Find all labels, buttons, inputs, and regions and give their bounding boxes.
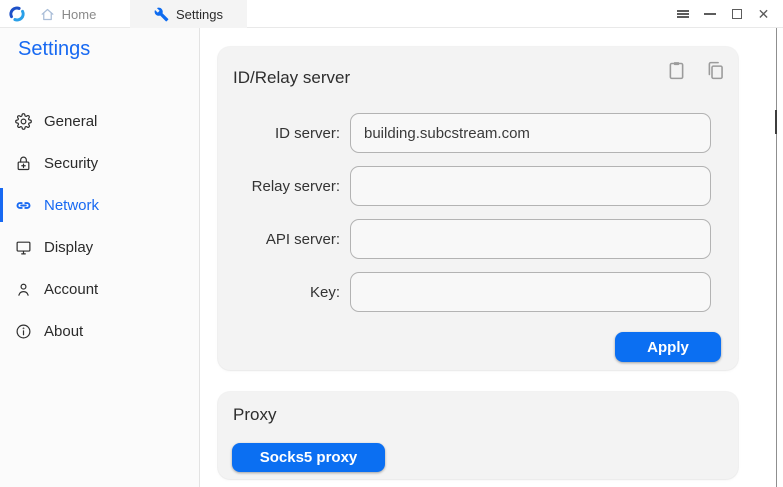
clipboard-paste-icon xyxy=(669,61,683,79)
paste-button[interactable] xyxy=(665,59,687,81)
socks5-proxy-button[interactable]: Socks5 proxy xyxy=(232,443,385,472)
relay-server-input[interactable] xyxy=(350,166,711,206)
titlebar: Home Settings ✕ xyxy=(0,0,783,28)
scrollbar-track[interactable] xyxy=(776,28,777,487)
key-label: Key: xyxy=(309,283,340,301)
relay-server-label: Relay server: xyxy=(251,177,340,195)
sidebar-item-label: Display xyxy=(44,238,94,256)
sidebar-item-general[interactable]: General xyxy=(0,100,199,142)
tab-home[interactable]: Home xyxy=(30,0,106,28)
scrollbar-thumb[interactable] xyxy=(775,110,777,134)
id-server-label: ID server: xyxy=(274,124,340,142)
lock-icon xyxy=(15,155,32,172)
sidebar-title: Settings xyxy=(18,38,91,60)
copy-icon xyxy=(708,61,723,79)
apply-button[interactable]: Apply xyxy=(615,332,721,362)
sidebar-item-display[interactable]: Display xyxy=(0,226,199,268)
form-row-api-server: API server: xyxy=(218,219,738,259)
api-server-input[interactable] xyxy=(350,219,711,259)
window-controls: ✕ xyxy=(669,0,777,28)
form-row-id-server: ID server: xyxy=(218,113,738,153)
sidebar-item-about[interactable]: About xyxy=(0,310,199,352)
maximize-icon xyxy=(731,9,742,19)
info-icon xyxy=(15,323,32,340)
close-button[interactable]: ✕ xyxy=(750,0,777,28)
sidebar-item-label: Security xyxy=(44,154,99,172)
window-menu-button[interactable] xyxy=(669,0,696,28)
monitor-icon xyxy=(15,239,32,256)
maximize-button[interactable] xyxy=(723,0,750,28)
form-row-key: Key: xyxy=(218,272,738,312)
home-icon xyxy=(41,8,54,20)
tab-home-label: Home xyxy=(61,6,97,22)
link-icon xyxy=(15,197,32,214)
copy-button[interactable] xyxy=(704,59,726,81)
sidebar-item-network[interactable]: Network xyxy=(0,184,199,226)
app-logo-icon xyxy=(9,6,25,22)
person-icon xyxy=(15,281,32,298)
sidebar-item-label: Network xyxy=(44,196,100,214)
wrench-icon xyxy=(154,7,169,21)
id-server-input[interactable] xyxy=(350,113,711,153)
sidebar-nav: General Security xyxy=(0,100,199,352)
sidebar-item-account[interactable]: Account xyxy=(0,268,199,310)
form-row-relay-server: Relay server: xyxy=(218,166,738,206)
gear-icon xyxy=(15,112,32,130)
sidebar-item-security[interactable]: Security xyxy=(0,142,199,184)
minimize-icon xyxy=(703,13,716,15)
sidebar-item-label: About xyxy=(44,322,84,340)
api-server-label: API server: xyxy=(265,230,340,248)
tab-settings-label: Settings xyxy=(176,6,223,22)
sidebar-item-label: Account xyxy=(44,280,99,298)
sidebar-item-label: General xyxy=(44,112,98,130)
tab-settings[interactable]: Settings xyxy=(130,0,247,28)
id-relay-server-card: ID/Relay server ID server: xyxy=(218,47,738,370)
network-settings-page: ID/Relay server ID server: xyxy=(201,28,783,487)
settings-sidebar: Settings General xyxy=(0,28,200,487)
key-input[interactable] xyxy=(350,272,711,312)
card-title: ID/Relay server xyxy=(233,68,351,87)
server-form: ID server: Relay server: API server: Key… xyxy=(218,113,738,325)
proxy-card: Proxy Socks5 proxy xyxy=(218,392,738,479)
close-icon: ✕ xyxy=(757,6,770,22)
hamburger-icon xyxy=(676,9,689,20)
card-actions xyxy=(665,59,726,81)
minimize-button[interactable] xyxy=(696,0,723,28)
card-title: Proxy xyxy=(233,405,277,424)
